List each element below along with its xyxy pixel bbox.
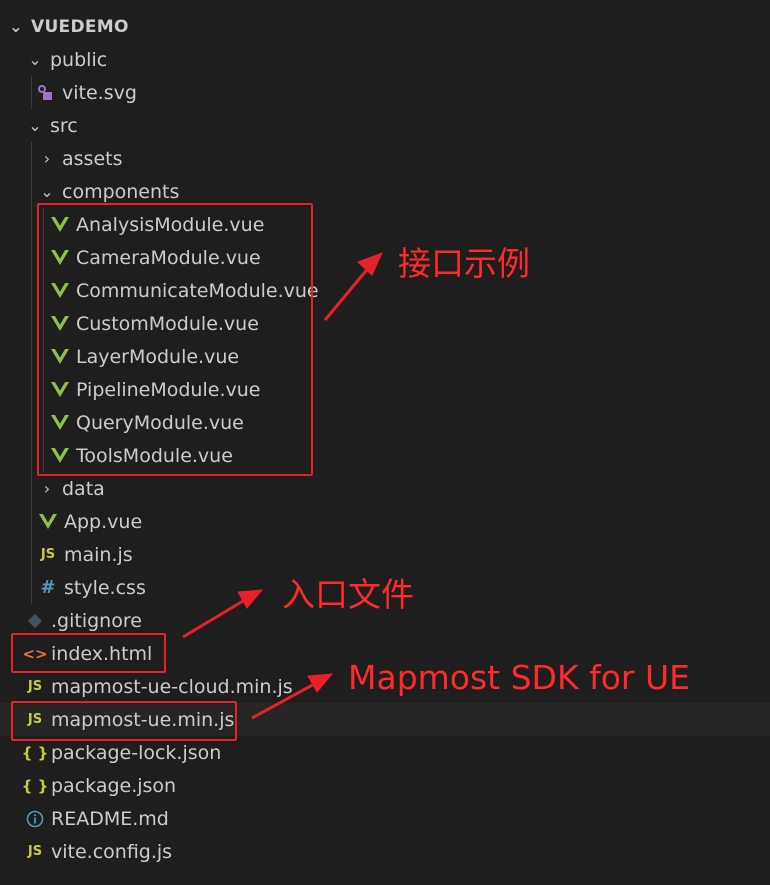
- file-custom-module-vue[interactable]: CustomModule.vue: [0, 307, 770, 340]
- chevron-down-icon: ⌄: [9, 17, 23, 36]
- root-folder-label: VUEDEMO: [31, 16, 129, 37]
- file-label: mapmost-ue.min.js: [51, 708, 235, 731]
- folder-assets[interactable]: › assets: [0, 142, 770, 175]
- svg-file-icon: [37, 84, 55, 102]
- indent-guide: [31, 142, 32, 604]
- chevron-right-icon: ›: [43, 149, 51, 168]
- git-file-icon: [26, 612, 44, 630]
- file-mapmost-ue-cloud-min-js[interactable]: JS mapmost-ue-cloud.min.js: [0, 670, 770, 703]
- file-label: style.css: [64, 576, 146, 599]
- vue-file-icon: [51, 216, 69, 234]
- file-label: package-lock.json: [51, 741, 222, 764]
- file-label: PipelineModule.vue: [76, 378, 261, 401]
- css-file-icon: #: [40, 577, 56, 598]
- file-label: vite.config.js: [51, 840, 173, 863]
- chevron-down-icon: ⌄: [40, 182, 54, 201]
- file-label: main.js: [64, 543, 133, 566]
- folder-label: assets: [62, 147, 123, 170]
- vue-file-icon: [51, 381, 69, 399]
- file-readme-md[interactable]: README.md: [0, 802, 770, 835]
- folder-src[interactable]: ⌄ src: [0, 109, 770, 142]
- file-label: App.vue: [64, 510, 143, 533]
- file-label: mapmost-ue-cloud.min.js: [51, 675, 293, 698]
- file-label: README.md: [51, 807, 169, 830]
- vue-file-icon: [39, 513, 57, 531]
- file-label: CommunicateModule.vue: [76, 279, 319, 302]
- annotation-sdk: Mapmost SDK for UE: [348, 658, 690, 697]
- file-vite-config-js[interactable]: JS vite.config.js: [0, 835, 770, 868]
- file-gitignore[interactable]: .gitignore: [0, 604, 770, 637]
- file-package-lock-json[interactable]: { } package-lock.json: [0, 736, 770, 769]
- index-html-highlight-box: [11, 633, 166, 673]
- file-style-css[interactable]: # style.css: [0, 571, 770, 604]
- sdk-highlight-box: [11, 701, 237, 741]
- indent-guide: [31, 76, 32, 109]
- arrow-to-index-html: [182, 596, 249, 639]
- vue-file-icon: [51, 249, 69, 267]
- file-label: LayerModule.vue: [76, 345, 240, 368]
- json-file-icon: { }: [21, 776, 49, 795]
- file-label: CameraModule.vue: [76, 246, 261, 269]
- chevron-down-icon: ⌄: [28, 50, 42, 69]
- arrowhead: [357, 252, 383, 276]
- file-analysis-module-vue[interactable]: AnalysisModule.vue: [0, 208, 770, 241]
- html-file-icon: <>: [22, 644, 48, 663]
- file-pipeline-module-vue[interactable]: PipelineModule.vue: [0, 373, 770, 406]
- arrow-to-sdk: [251, 680, 319, 720]
- vue-file-icon: [51, 348, 69, 366]
- annotation-interface-examples: 接口示例: [398, 244, 530, 283]
- vue-file-icon: [51, 447, 69, 465]
- file-label: .gitignore: [51, 609, 142, 632]
- js-file-icon: JS: [27, 679, 43, 694]
- file-communicate-module-vue[interactable]: CommunicateModule.vue: [0, 274, 770, 307]
- arrowhead: [307, 673, 334, 693]
- file-layer-module-vue[interactable]: LayerModule.vue: [0, 340, 770, 373]
- file-tools-module-vue[interactable]: ToolsModule.vue: [0, 439, 770, 472]
- json-file-icon: { }: [21, 743, 49, 762]
- js-file-icon: JS: [27, 844, 43, 859]
- file-query-module-vue[interactable]: QueryModule.vue: [0, 406, 770, 439]
- file-label: ToolsModule.vue: [76, 444, 233, 467]
- file-label: AnalysisModule.vue: [76, 213, 265, 236]
- file-main-js[interactable]: JS main.js: [0, 538, 770, 571]
- file-mapmost-ue-min-js[interactable]: JS mapmost-ue.min.js: [0, 703, 770, 736]
- arrowhead: [237, 589, 264, 609]
- file-label: index.html: [51, 642, 153, 665]
- file-label: vite.svg: [62, 81, 137, 104]
- file-package-json[interactable]: { } package.json: [0, 769, 770, 802]
- vue-file-icon: [51, 282, 69, 300]
- file-vite-svg[interactable]: vite.svg: [0, 76, 770, 109]
- components-highlight-box: [37, 203, 313, 476]
- folder-label: data: [62, 477, 105, 500]
- file-index-html[interactable]: <> index.html: [0, 637, 770, 670]
- folder-components[interactable]: ⌄ components: [0, 175, 770, 208]
- folder-data[interactable]: › data: [0, 472, 770, 505]
- folder-label: src: [50, 114, 78, 137]
- file-camera-module-vue[interactable]: CameraModule.vue: [0, 241, 770, 274]
- folder-label: public: [50, 48, 108, 71]
- arrow-to-components: [323, 265, 372, 321]
- info-icon: [26, 810, 44, 828]
- folder-public[interactable]: ⌄ public: [0, 43, 770, 76]
- vue-file-icon: [51, 315, 69, 333]
- js-file-icon: JS: [40, 547, 56, 562]
- folder-label: components: [62, 180, 180, 203]
- vue-file-icon: [51, 414, 69, 432]
- chevron-right-icon: ›: [43, 479, 51, 498]
- js-file-icon: JS: [27, 712, 43, 727]
- file-label: QueryModule.vue: [76, 411, 244, 434]
- indent-guide: [43, 208, 44, 472]
- file-label: package.json: [51, 774, 177, 797]
- annotation-entry-file: 入口文件: [282, 575, 414, 614]
- chevron-down-icon: ⌄: [28, 116, 42, 135]
- file-label: CustomModule.vue: [76, 312, 259, 335]
- explorer-root-folder[interactable]: ⌄ VUEDEMO: [0, 10, 770, 43]
- file-app-vue[interactable]: App.vue: [0, 505, 770, 538]
